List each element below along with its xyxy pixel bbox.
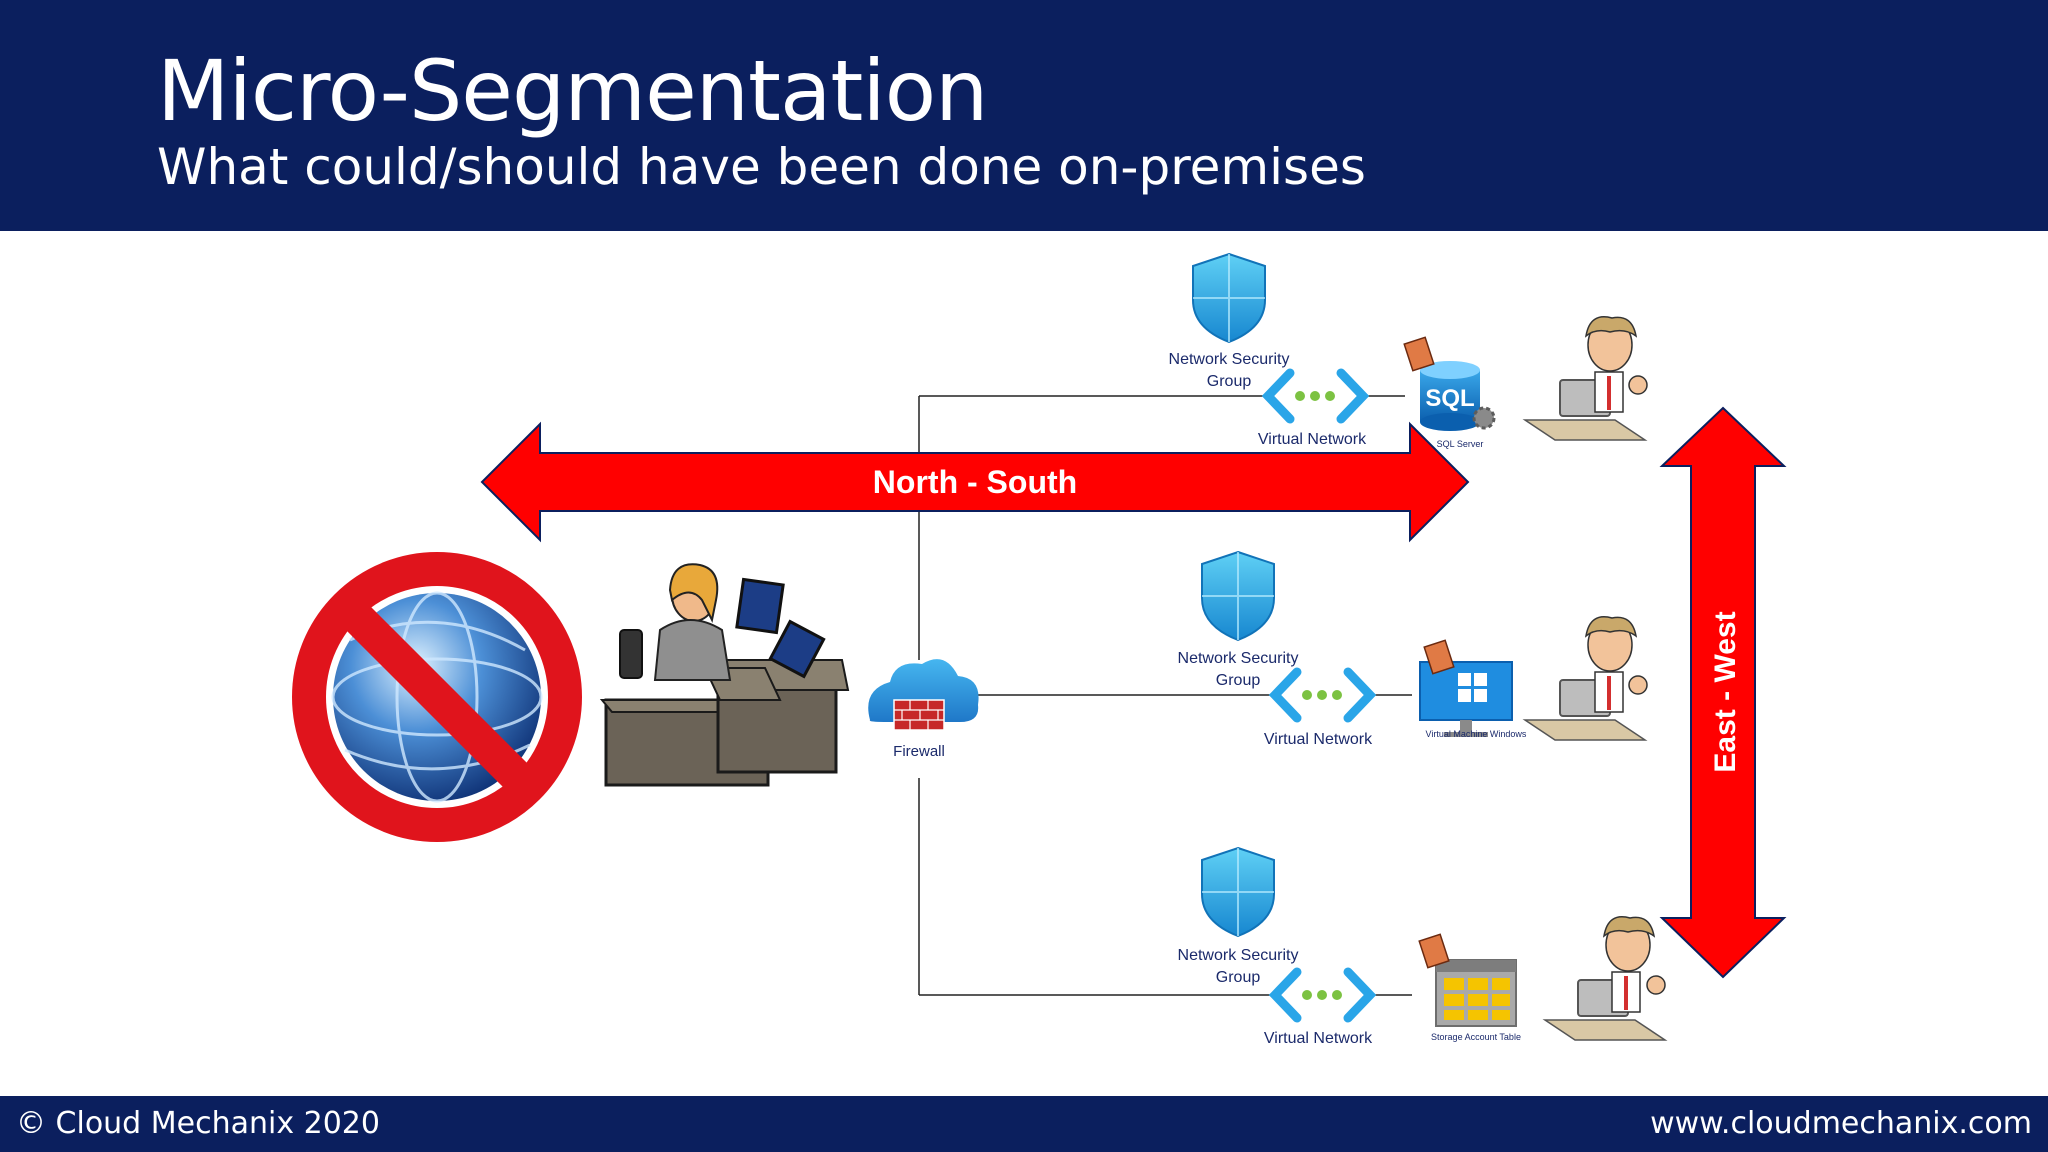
connector-lines [918,395,1412,996]
svg-text:SQL: SQL [1425,385,1474,412]
shield-icon [1201,550,1275,642]
svg-text:Group: Group [1216,672,1261,689]
page-title: Micro-Segmentation [157,42,988,140]
virtual-network-icon [1268,967,1377,1023]
title-banner: Micro-Segmentation What could/should hav… [0,0,2048,231]
virtual-network-icon [1261,368,1370,424]
svg-text:Group: Group [1207,373,1252,390]
vnet-label: Virtual Network [1258,431,1367,448]
footer-bar: © Cloud Mechanix 2020 www.cloudmechanix.… [0,1096,2048,1152]
nsg-label: Network Security [1178,650,1299,667]
resource-label: SQL Server [1437,439,1484,449]
segment-3: Network Security Group Virtual Network S… [1178,846,1668,1047]
segment-1: Network Security Group Virtual Network S… [1169,252,1648,449]
windows-vm-icon [1419,639,1513,737]
user-at-laptop-illustration [1522,616,1648,741]
vnet-label: Virtual Network [1264,731,1373,748]
vnet-label: Virtual Network [1264,1030,1373,1047]
north-south-label: North - South [873,464,1077,500]
copyright-text: © Cloud Mechanix 2020 [16,1106,380,1141]
nsg-label: Network Security [1169,351,1290,368]
svg-text:Group: Group [1216,969,1261,986]
east-west-arrow: East - West [1659,406,1787,979]
no-internet-icon [292,552,582,842]
website-url: www.cloudmechanix.com [1650,1106,2032,1141]
shield-icon [1192,252,1266,344]
page-subtitle: What could/should have been done on-prem… [157,138,1366,196]
firewall-icon [868,659,979,731]
sql-server-icon: SQL [1403,336,1496,431]
nsg-label: Network Security [1178,947,1299,964]
segmentation-diagram: North - South East - West [292,252,1787,1047]
resource-label: Virtual Machine Windows [1426,729,1527,739]
north-south-arrow: North - South [480,421,1470,543]
storage-table-icon [1418,933,1517,1027]
admin-at-desk-illustration [599,563,850,787]
shield-icon [1201,846,1275,938]
east-west-label: East - West [1709,611,1742,772]
resource-label: Storage Account Table [1431,1032,1521,1042]
virtual-network-icon [1268,667,1377,723]
user-at-laptop-illustration [1542,916,1668,1041]
segment-2: Network Security Group Virtual Network V… [1178,550,1648,748]
user-at-laptop-illustration [1522,316,1648,441]
firewall-label: Firewall [893,743,945,760]
